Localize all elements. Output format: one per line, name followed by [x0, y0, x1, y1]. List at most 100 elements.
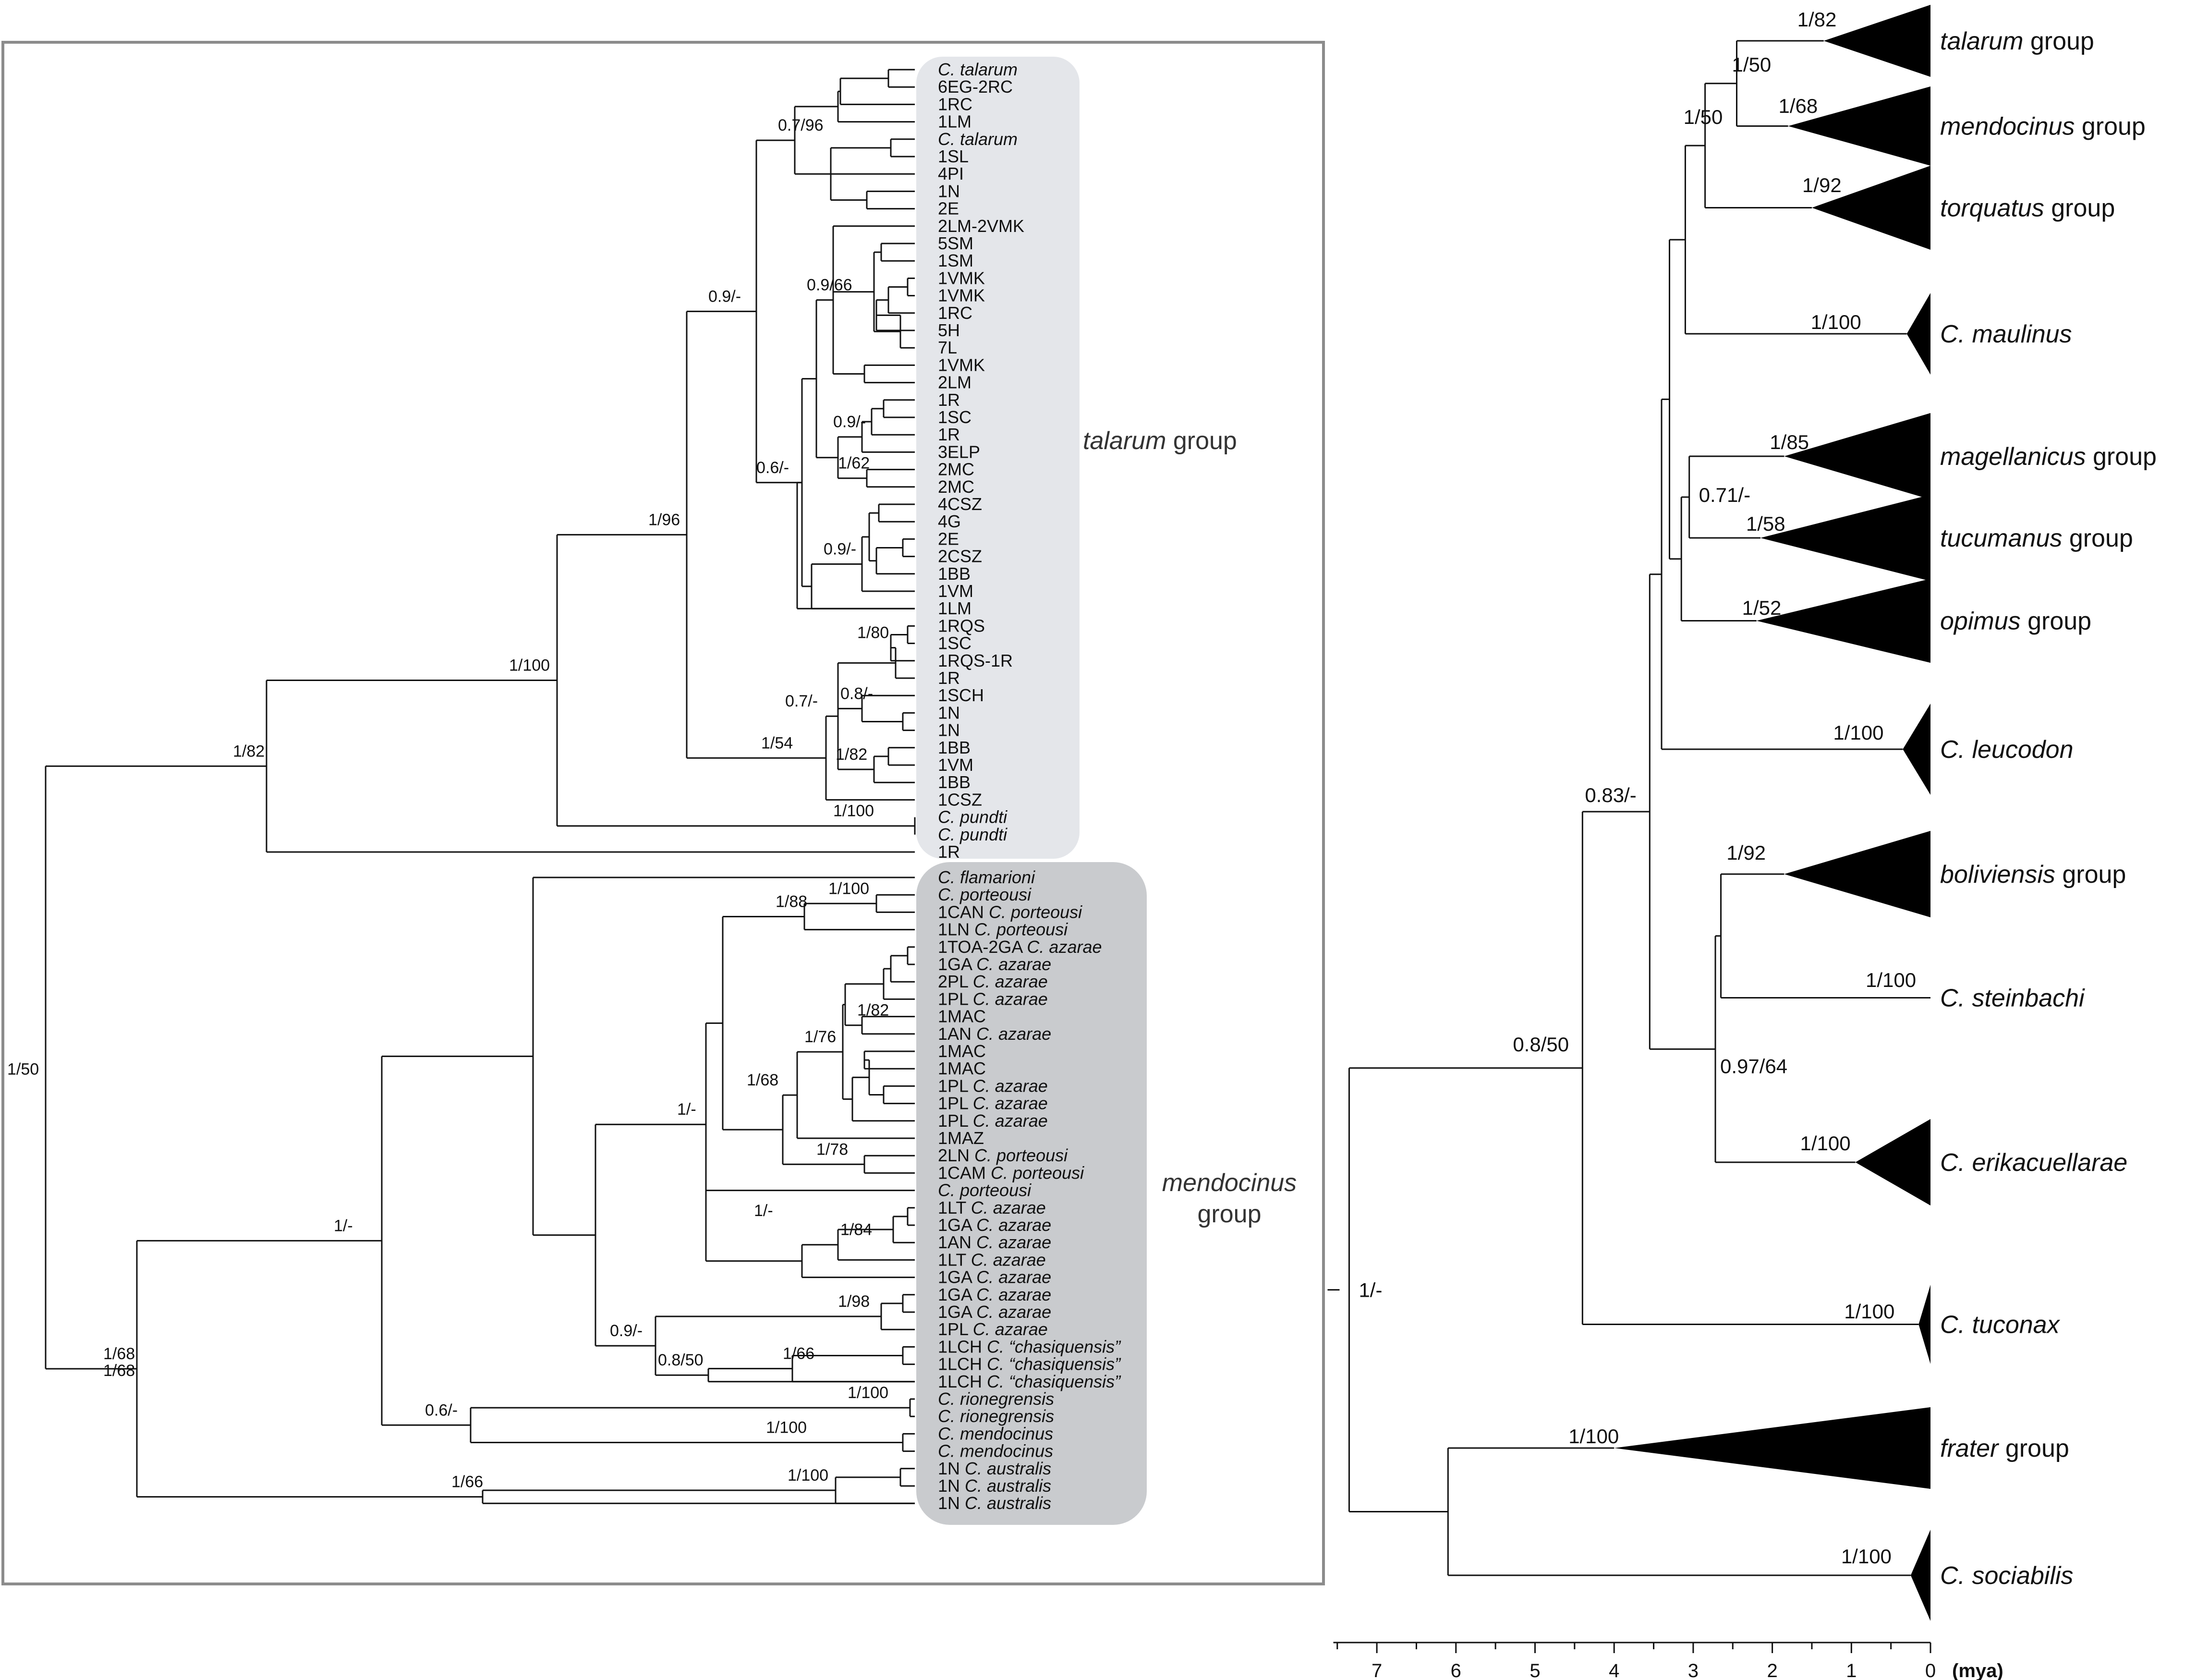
support-ab: 1/84: [840, 1221, 872, 1239]
clade-label-11: C. tuconax: [1940, 1311, 2061, 1339]
tip-label-t28: 2CSZ: [938, 547, 982, 566]
support-g: 0.9/66: [807, 276, 852, 294]
rsupport-boliviensis: 1/92: [1726, 841, 1766, 864]
rsupport-erikacuellarae: 1/100: [1800, 1132, 1851, 1155]
tip-label-t15: 5H: [938, 320, 960, 340]
tip-label-b28: 1LCH C. “chasiquensis”: [938, 1354, 1121, 1374]
support-i: 1/62: [838, 454, 870, 473]
support-l: 0.7/-: [785, 692, 818, 710]
clade-triangle-6: [1756, 579, 1930, 663]
clade-triangle-8: [1784, 831, 1930, 917]
tip-label-t11: 1SM: [938, 251, 973, 270]
support-ak: 1/100: [788, 1466, 828, 1485]
tip-label-t21: 1R: [938, 425, 960, 444]
time-axis-label-6: 6: [1451, 1660, 1461, 1680]
time-axis-label-7: 7: [1372, 1660, 1382, 1680]
tip-label-b26: 1PL C. azarae: [938, 1319, 1048, 1339]
clade-triangle-0: [1823, 5, 1930, 77]
tip-label-t3: 1LM: [938, 112, 971, 132]
time-axis-label-5: 5: [1530, 1660, 1540, 1680]
tip-label-t39: 1BB: [938, 738, 971, 757]
tip-label-t41: 1BB: [938, 772, 971, 792]
rsupport-frater: 1/100: [1568, 1425, 1619, 1448]
tip-label-t32: 1RQS: [938, 616, 985, 635]
clade-triangle-2: [1811, 166, 1930, 250]
tip-label-t34: 1RQS-1R: [938, 651, 1013, 670]
support-x: 1/82: [857, 1001, 889, 1020]
clade-triangle-4: [1784, 413, 1930, 499]
support-aj: 1/66: [451, 1473, 483, 1491]
time-axis-unit: (mya): [1952, 1660, 2003, 1680]
rsupport-sociabilis: 1/100: [1841, 1545, 1892, 1568]
clade-triangle-3: [1906, 293, 1930, 375]
tip-label-t10: 5SM: [938, 233, 973, 253]
tip-label-b10: 1MAC: [938, 1041, 986, 1061]
mendocinus-group-box: [916, 862, 1147, 1525]
clade-label-12: frater group: [1940, 1435, 2069, 1462]
tip-label-t7: 1N: [938, 181, 960, 201]
tip-label-t16: 7L: [938, 338, 957, 357]
support-p: 1/100: [833, 802, 874, 820]
tip-label-b29: 1LCH C. “chasiquensis”: [938, 1372, 1121, 1391]
support-j: 0.9/-: [824, 540, 856, 558]
rsupport-tucumanus: 1/58: [1746, 512, 1785, 535]
support-h: 0.9/-: [833, 413, 866, 431]
tip-label-t37: 1N: [938, 703, 960, 722]
tip-label-t24: 2MC: [938, 477, 974, 497]
support-ah: 1/100: [848, 1384, 888, 1402]
tip-label-b3: 1LN C. porteousi: [938, 920, 1068, 939]
clade-label-4: magellanicus group: [1940, 443, 2157, 471]
tip-label-t31: 1LM: [938, 598, 971, 618]
support-y: 1/68: [747, 1071, 778, 1089]
tip-label-b12: 1PL C. azarae: [938, 1076, 1048, 1096]
clade-label-10: C. erikacuellarae: [1940, 1149, 2127, 1177]
rsupport-opimus: 1/52: [1742, 597, 1782, 619]
support-r: 1/68: [103, 1362, 135, 1380]
clade-label-13: C. sociabilis: [1940, 1562, 2073, 1590]
tip-label-t25: 4CSZ: [938, 494, 982, 514]
support-m: 0.8/-: [840, 684, 873, 703]
tip-label-t40: 1VM: [938, 755, 973, 775]
support-af: 1/66: [783, 1345, 814, 1363]
clade-label-8: boliviensis group: [1940, 861, 2126, 889]
tip-label-b36: 1N C. australis: [938, 1493, 1051, 1513]
support-ae: 0.8/50: [658, 1351, 704, 1369]
rsupport-root: 1/-: [1359, 1279, 1382, 1302]
tip-label-b9: 1AN C. azarae: [938, 1024, 1051, 1044]
tip-label-b0: C. flamarioni: [938, 867, 1035, 887]
support-s: 1/-: [334, 1217, 353, 1235]
time-axis-label-4: 4: [1609, 1660, 1619, 1680]
support-c: 1/96: [648, 511, 680, 529]
clade-label-0: talarum group: [1940, 27, 2094, 55]
tip-label-b16: 2LN C. porteousi: [938, 1145, 1068, 1165]
clade-triangle-1: [1788, 86, 1930, 166]
clade-label-5: tucumanus group: [1940, 524, 2133, 552]
clade-triangle-12: [1614, 1407, 1930, 1489]
tip-label-t29: 1BB: [938, 564, 971, 584]
support-b: 1/100: [509, 657, 550, 675]
clade-label-2: torquatus group: [1940, 195, 2115, 222]
support-d: 0.9/-: [708, 287, 741, 305]
tip-label-b8: 1MAC: [938, 1007, 986, 1026]
clade-triangle-11: [1918, 1285, 1930, 1364]
tip-label-b24: 1GA C. azarae: [938, 1285, 1051, 1304]
tip-label-t38: 1N: [938, 720, 960, 740]
support-aa: 1/-: [754, 1202, 773, 1220]
tip-label-t9: 2LM-2VMK: [938, 216, 1024, 236]
talarum-group-label: talarum group: [1083, 427, 1237, 455]
clade-label-1: mendocinus group: [1940, 113, 2146, 141]
tip-label-b14: 1PL C. azarae: [938, 1111, 1048, 1131]
rsupport-maulinus: 1/100: [1811, 311, 1861, 333]
support-w: 1/76: [804, 1028, 836, 1046]
tip-label-t45: 1R: [938, 842, 960, 862]
rsupport-tal-tor: 1/50: [1684, 106, 1723, 128]
tip-label-b17: 1CAM C. porteousi: [938, 1163, 1084, 1182]
tip-label-t4: C. talarum: [938, 129, 1018, 149]
support-e: 0.6/-: [756, 459, 789, 477]
rsupport-main: 0.8/50: [1513, 1033, 1569, 1056]
rsupport-steinbachi: 1/100: [1866, 969, 1916, 991]
tip-label-b5: 1GA C. azarae: [938, 954, 1051, 974]
rsupport-mendocinus: 1/68: [1779, 95, 1818, 117]
tip-label-b19: 1LT C. azarae: [938, 1198, 1046, 1217]
